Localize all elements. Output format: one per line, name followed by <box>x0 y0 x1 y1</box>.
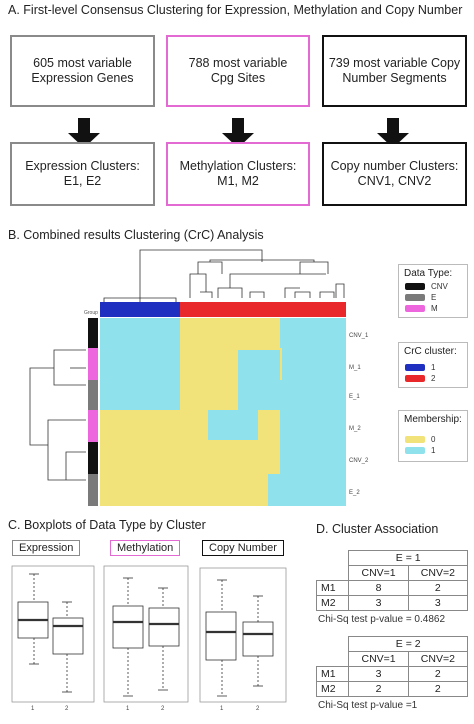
legend-label: M <box>431 304 438 313</box>
legend-label: 0 <box>431 435 436 444</box>
legend-swatch-cluster-2 <box>405 375 425 382</box>
expression-boxplot-panel: 1 2 <box>11 565 95 712</box>
row-header: M1 <box>315 666 350 682</box>
row-label-m-2: M_2 <box>349 426 361 432</box>
row-dendrogram <box>29 349 86 481</box>
crc-cluster-1-bar <box>100 302 180 317</box>
group-label: Group <box>84 310 98 316</box>
legend-label: E <box>431 293 437 302</box>
legend-label: CNV <box>431 282 448 291</box>
legend-crc-cluster: CrC cluster: 1 2 <box>398 342 468 388</box>
down-arrow-icon <box>222 118 254 148</box>
row-label-m-1: M_1 <box>349 365 361 371</box>
table-cell: 2 <box>407 580 469 596</box>
table-cell: 3 <box>348 666 409 682</box>
pvalue-e1: Chi-Sq test p-value = 0.4862 <box>318 614 446 625</box>
column-dendrogram <box>103 249 345 302</box>
col-header: CNV=2 <box>407 565 469 581</box>
arrows <box>68 118 409 148</box>
down-arrow-icon <box>68 118 100 148</box>
pvalue-e2: Chi-Sq test p-value =1 <box>318 700 418 711</box>
boxplot-label-expression: Expression <box>12 540 81 556</box>
methylation-clusters-box: Methylation Clusters:M1, M2 <box>166 142 310 206</box>
section-b-title: B. Combined results Clustering (CrC) Ana… <box>8 228 264 242</box>
section-c-title: C. Boxplots of Data Type by Cluster <box>8 518 206 532</box>
table-header: E = 1 <box>348 550 468 566</box>
heatmap-cells <box>100 318 346 506</box>
heatmap: Group <box>29 249 346 506</box>
box-line: Expression Genes <box>31 71 134 85</box>
table-cell: 3 <box>348 595 409 611</box>
box-line: CNV1, CNV2 <box>357 174 432 188</box>
box-line: Expression Clusters: <box>25 159 140 173</box>
legend-swatch-cnv <box>405 283 425 290</box>
legend-swatch-cluster-1 <box>405 364 425 371</box>
down-arrow-icon <box>377 118 409 148</box>
legend-label: 1 <box>431 446 436 455</box>
legend-swatch-e <box>405 294 425 301</box>
legend-swatch-member-0 <box>405 436 425 443</box>
x-tick-label: 1 <box>220 706 224 712</box>
box-line: Number Segments <box>342 71 447 85</box>
copy-number-clusters-box: Copy number Clusters:CNV1, CNV2 <box>322 142 467 206</box>
col-header: CNV=1 <box>348 651 409 667</box>
box-line: Copy number Clusters: <box>330 159 459 173</box>
boxplots: 1 2 1 2 <box>11 565 287 712</box>
x-tick-label: 2 <box>256 706 260 712</box>
row-header: M2 <box>315 595 350 611</box>
box-line: 788 most variable <box>188 56 288 70</box>
col-header: CNV=1 <box>348 565 409 581</box>
legend-title: Data Type: <box>404 268 453 279</box>
row-label-e-2: E_2 <box>349 490 360 496</box>
legend-title: CrC cluster: <box>404 346 457 357</box>
box-line: M1, M2 <box>217 174 259 188</box>
section-a-title: A. First-level Consensus Clustering for … <box>8 3 463 17</box>
x-tick-label: 1 <box>126 706 130 712</box>
table-cell: 3 <box>407 595 469 611</box>
table-cell: 2 <box>407 681 469 697</box>
box-line: 605 most variable <box>33 56 132 70</box>
box-line: Methylation Clusters: <box>179 159 297 173</box>
box-line: 739 most variable Copy <box>328 56 461 70</box>
box-line: E1, E2 <box>63 174 102 188</box>
row-label-cnv-1: CNV_1 <box>349 333 369 339</box>
row-header: M2 <box>315 681 350 697</box>
table-cell: 2 <box>348 681 409 697</box>
x-tick-label: 2 <box>161 706 165 712</box>
legend-label: 2 <box>431 374 436 383</box>
x-tick-label: 1 <box>31 706 35 712</box>
col-header: CNV=2 <box>407 651 469 667</box>
row-label-cnv-2: CNV_2 <box>349 458 369 464</box>
table-cell: 2 <box>407 666 469 682</box>
group-bar <box>88 318 98 506</box>
boxplot-label-copy-number: Copy Number <box>202 540 284 556</box>
copy-number-boxplot-panel: 1 2 <box>199 567 287 712</box>
legend-swatch-member-1 <box>405 447 425 454</box>
expression-clusters-box: Expression Clusters:E1, E2 <box>10 142 155 206</box>
table-header: E = 2 <box>348 636 468 652</box>
legend-swatch-m <box>405 305 425 312</box>
section-d-title: D. Cluster Association <box>316 522 439 536</box>
legend-label: 1 <box>431 363 436 372</box>
row-header: M1 <box>315 580 350 596</box>
methylation-boxplot-panel: 1 2 <box>103 565 189 712</box>
x-tick-label: 2 <box>65 706 69 712</box>
legend-membership: Membership: 0 1 <box>398 410 468 462</box>
legend-data-type: Data Type: CNV E M <box>398 264 468 318</box>
box-line: Cpg Sites <box>210 71 266 85</box>
row-label-e-1: E_1 <box>349 394 360 400</box>
boxplot-label-methylation: Methylation <box>110 540 181 556</box>
crc-cluster-2-bar <box>180 302 346 317</box>
legend-title: Membership: <box>404 414 462 425</box>
table-cell: 8 <box>348 580 409 596</box>
